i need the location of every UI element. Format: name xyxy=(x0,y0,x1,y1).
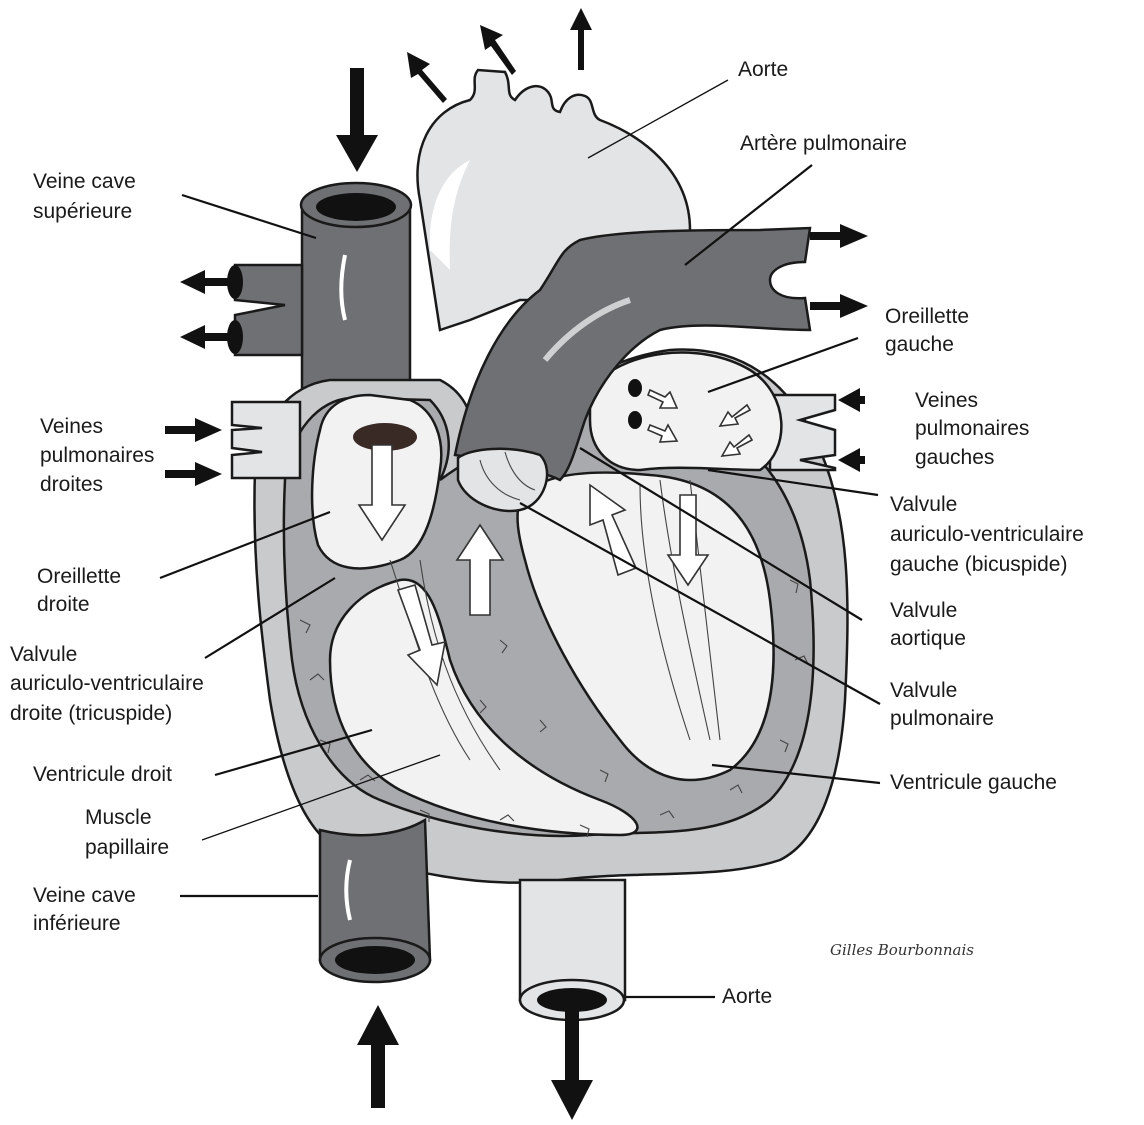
label-artere-pulmonaire: Artère pulmonaire xyxy=(740,132,907,155)
label-aorte-top: Aorte xyxy=(738,58,788,81)
label-valvule-av-d-3: droite (tricuspide) xyxy=(10,702,172,725)
label-valvule-av-g-3: gauche (bicuspide) xyxy=(890,553,1067,576)
label-veines-pulm-g-2: pulmonaires xyxy=(915,417,1029,440)
label-veine-cave-sup-2: supérieure xyxy=(33,200,132,223)
label-oreillette-gauche-1: Oreillette xyxy=(885,305,969,328)
label-veines-pulm-g-1: Veines xyxy=(915,389,978,412)
label-valvule-av-g-2: auriculo-ventriculaire xyxy=(890,523,1084,546)
label-valvule-av-d-2: auriculo-ventriculaire xyxy=(10,672,204,695)
signature: Gilles Bourbonnais xyxy=(830,941,974,959)
label-aorte-bottom: Aorte xyxy=(722,985,772,1008)
label-valvule-aortique-1: Valvule xyxy=(890,599,957,622)
label-valvule-av-g-1: Valvule xyxy=(890,493,957,516)
label-valvule-av-d-1: Valvule xyxy=(10,643,77,666)
heart-illustration xyxy=(165,8,868,1120)
label-veine-cave-inf-2: inférieure xyxy=(33,912,121,935)
label-oreillette-gauche-2: gauche xyxy=(885,333,954,356)
label-muscle-papillaire-2: papillaire xyxy=(85,836,169,859)
label-veine-cave-sup-1: Veine cave xyxy=(33,170,136,193)
right-pulmonary-veins xyxy=(232,402,300,478)
label-oreillette-droite-2: droite xyxy=(37,593,90,616)
label-veines-pulm-d-2: pulmonaires xyxy=(40,444,154,467)
label-valvule-aortique-2: aortique xyxy=(890,627,966,650)
label-ventricule-gauche: Ventricule gauche xyxy=(890,771,1057,794)
label-oreillette-droite-1: Oreillette xyxy=(37,565,121,588)
svc-branches xyxy=(235,265,302,355)
label-muscle-papillaire-1: Muscle xyxy=(85,806,152,829)
superior-vena-cava xyxy=(302,205,410,400)
label-ventricule-droit: Ventricule droit xyxy=(33,763,172,786)
label-veines-pulm-d-3: droites xyxy=(40,473,103,496)
label-veines-pulm-d-1: Veines xyxy=(40,415,103,438)
label-veine-cave-inf-1: Veine cave xyxy=(33,884,136,907)
label-veines-pulm-g-3: gauches xyxy=(915,446,994,469)
label-valvule-pulmonaire-1: Valvule xyxy=(890,679,957,702)
label-valvule-pulmonaire-2: pulmonaire xyxy=(890,707,994,730)
